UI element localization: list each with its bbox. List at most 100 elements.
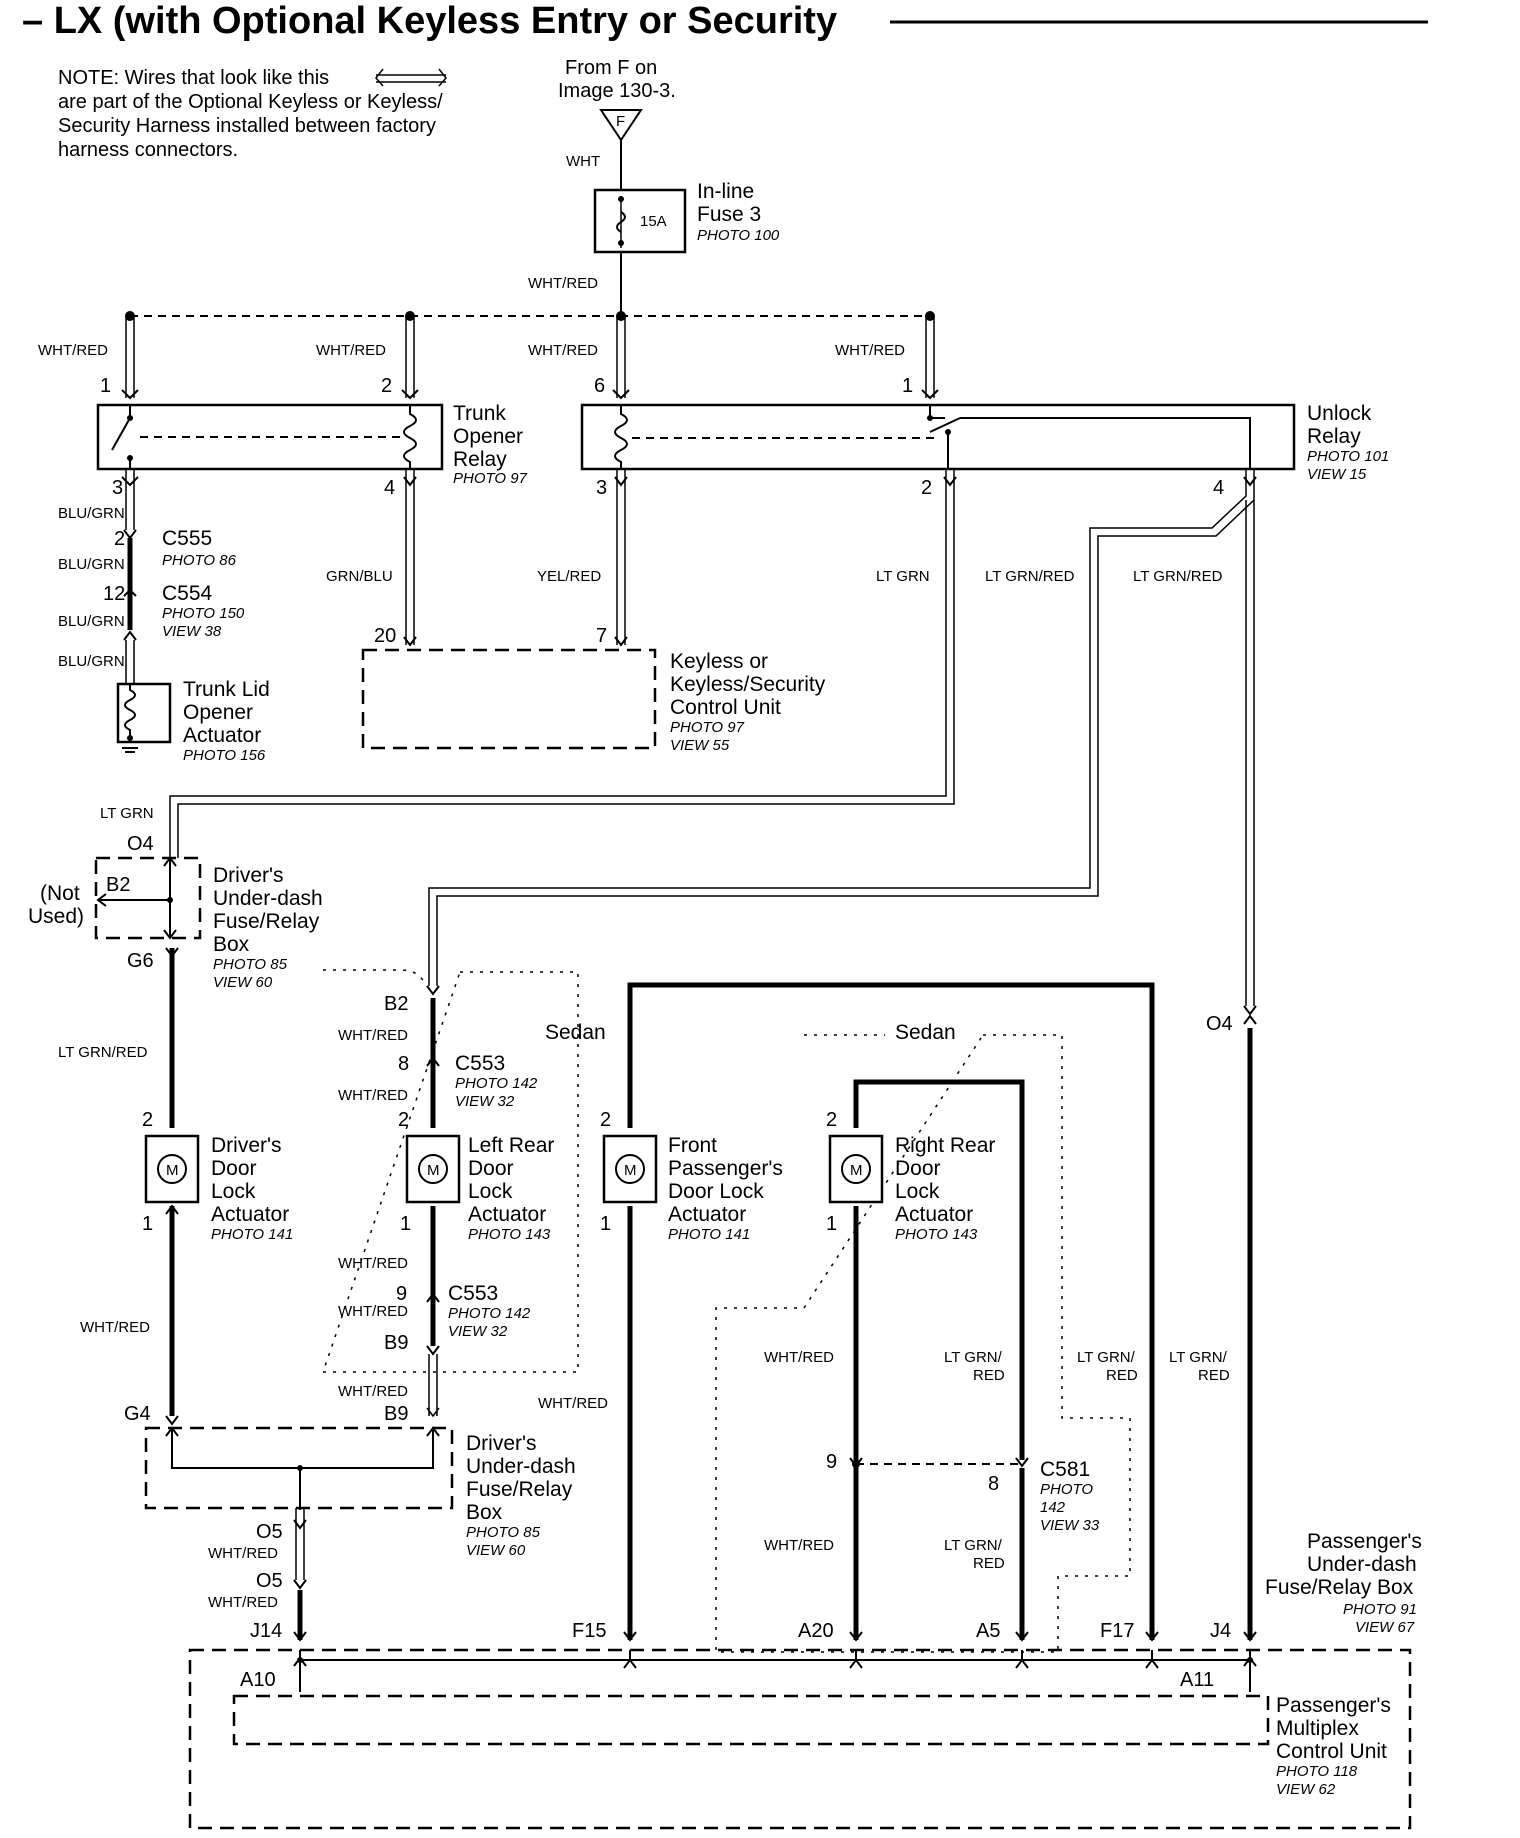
wire-label-yelred: YEL/RED [537,568,601,585]
c581-view: VIEW 33 [1040,1517,1100,1534]
driver-act-name-2: Door [211,1157,257,1180]
pin-a5: A5 [976,1620,1000,1642]
right-rear-door-lock-actuator [828,1134,884,1204]
rr-act-name-1: Right Rear [895,1134,995,1157]
c554-photo: PHOTO 150 [162,605,245,622]
rr-act-name-2: Door [895,1157,941,1180]
front-pass-wiring [623,982,1159,1642]
c581-photo-num: 142 [1040,1499,1066,1516]
c553-top-photo: PHOTO 142 [455,1075,538,1092]
fuse-link [616,211,626,233]
wire-label-blugrn-3: BLU/GRN [58,613,125,630]
c553-bot-photo: PHOTO 142 [448,1305,531,1322]
wire-label-whtred-lr-3: WHT/RED [338,1255,408,1272]
unlock-relay-name-2: Relay [1307,425,1361,448]
driver-act-name-4: Actuator [211,1203,289,1226]
wire-label-ltgrn-j4: LT GRN/ [1169,1349,1228,1366]
trunk-relay-name-2: Opener [453,425,523,448]
wire-lt-grn-red-main [1245,500,1255,1006]
note-line-3: Security Harness installed between facto… [58,115,436,137]
pin-unlock-1: 1 [902,375,913,397]
wire-label-whtred-fp: WHT/RED [538,1395,608,1412]
pass-box-photo: PHOTO 91 [1343,1601,1417,1618]
source-letter: F [616,113,625,130]
lr-act-name-3: Lock [468,1180,513,1203]
cu-view: VIEW 55 [670,737,730,754]
wire-label-grnblu: GRN/BLU [326,568,393,585]
c553-bot-name: C553 [448,1282,498,1305]
sedan-label-left: Sedan [545,1021,606,1044]
inline-fuse-3 [593,188,687,254]
pin-lr-1: 1 [400,1213,411,1235]
wire-label-whtred-o5-2: WHT/RED [208,1594,278,1611]
fp-act-name-1: Front [668,1134,717,1157]
wire-label-ltgrnred-2: LT GRN/RED [1133,568,1223,585]
wire-label-red-rr-2: RED [973,1555,1005,1572]
trunk-actuator-name-1: Trunk Lid [183,678,270,701]
trunk-lid-actuator [116,682,172,744]
c553-top-view: VIEW 32 [455,1093,515,1110]
wire-label-whtred-rr-2: WHT/RED [764,1537,834,1554]
wire-label-bus-3: WHT/RED [528,342,598,359]
sedan-left-region [321,969,579,1373]
driver-box-name-4: Box [213,933,250,956]
wire-label-red-f17: RED [1106,1367,1138,1384]
pin-fp-1: 1 [600,1213,611,1235]
pin-o5-upper: O5 [256,1521,283,1543]
pin-b2-left: B2 [106,874,130,896]
not-used-1: (Not [40,882,80,905]
driver-box2-name-2: Under-dash [466,1455,576,1478]
fp-act-name-3: Door Lock [668,1180,764,1203]
driver-box2-view: VIEW 60 [466,1542,526,1559]
pin-c581-8: 8 [988,1473,999,1495]
passenger-underdash-box [188,1648,1412,1830]
wire-label-whtred-o5-1: WHT/RED [208,1545,278,1562]
lr-act-name-2: Door [468,1157,514,1180]
fp-act-name-4: Actuator [668,1203,746,1226]
sedan-label-right: Sedan [895,1021,956,1044]
rr-act-name-4: Actuator [895,1203,973,1226]
pin-trunk-3: 3 [112,477,123,499]
wire-lt-grn-red-unlock [428,469,1257,986]
note-line-1: NOTE: Wires that look like this [58,67,329,89]
fp-act-photo: PHOTO 141 [668,1226,750,1243]
cu-name-2: Keyless/Security [670,673,826,696]
driver-act-photo: PHOTO 141 [211,1226,293,1243]
pin-trunk-1: 1 [100,375,111,397]
pin-c553-9: 9 [396,1283,407,1305]
cu-name-3: Control Unit [670,696,781,719]
cu-photo: PHOTO 97 [670,719,745,736]
pin-driver-1: 1 [142,1213,153,1235]
pin-c554-12: 12 [103,583,125,605]
pin-g4: G4 [124,1403,151,1425]
source-line-2: Image 130-3. [558,80,676,102]
driver-box2-name-1: Driver's [466,1432,537,1455]
mpcu-photo: PHOTO 118 [1276,1763,1358,1780]
fp-act-name-2: Passenger's [668,1157,783,1180]
trunk-relay-coil [403,405,417,469]
wire-label-whtred-lr-5: WHT/RED [338,1383,408,1400]
left-rear-door-lock-actuator [405,1134,461,1204]
trunk-actuator-wiring [121,469,139,684]
driver-motor-symbol: M [166,1162,179,1179]
keyless-control-unit [361,648,657,750]
not-used-2: Used) [28,905,84,928]
j14-wiring [293,1508,307,1642]
wire-label-ltgrn-f17: LT GRN/ [1077,1349,1136,1366]
pin-unlock-4: 4 [1213,477,1224,499]
rr-act-photo: PHOTO 143 [895,1226,978,1243]
c554-view: VIEW 38 [162,623,222,640]
wire-label-blugrn-1: BLU/GRN [58,505,125,522]
fuse-name-1: In-line [697,180,754,203]
double-wire-symbol [375,68,447,87]
unlock-relay [580,403,1296,471]
wire-label-bus-4: WHT/RED [835,342,905,359]
wire-label-red-rr-1: RED [973,1367,1005,1384]
driver-box2-name-3: Fuse/Relay [466,1478,573,1501]
j4-wiring [1243,1005,1257,1642]
pin-trunk-4: 4 [384,477,395,499]
pin-c581-9: 9 [826,1451,837,1473]
driver-box-internal [96,856,177,940]
mpcu-view: VIEW 62 [1276,1781,1336,1798]
pin-fp-2: 2 [600,1109,611,1131]
